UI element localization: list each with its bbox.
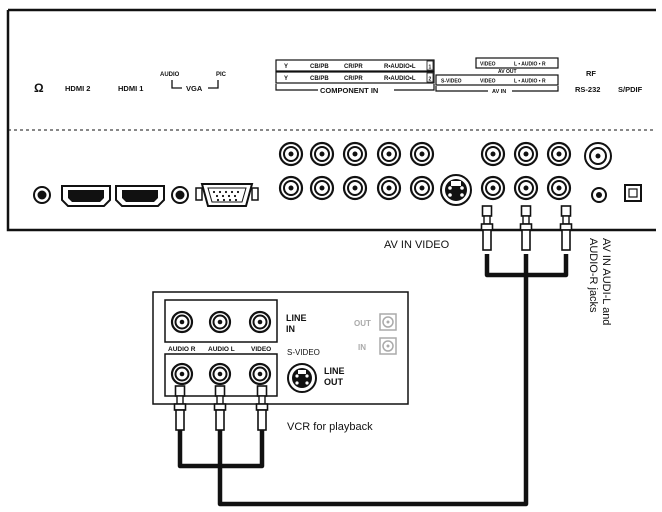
av-in-title: AV IN xyxy=(492,89,506,95)
comp-r2-audio: R•AUDIO•L xyxy=(384,76,416,82)
vga-audio-jack xyxy=(171,186,189,204)
av-out-audio: L • AUDIO • R xyxy=(514,62,546,68)
vcr-panel-outline xyxy=(152,291,409,405)
audio-label: AUDIO xyxy=(160,72,180,78)
vcr-rf-in xyxy=(379,337,397,355)
comp-r1-audio: R•AUDIO•L xyxy=(384,64,416,70)
rs232-label: RS-232 xyxy=(575,85,600,94)
rf-label: RF xyxy=(586,69,596,78)
av-out-title: AV OUT xyxy=(498,69,517,75)
vcr-line-out-jacks xyxy=(170,362,272,386)
rf-port xyxy=(584,142,612,170)
comp-r1-cb: CB/PB xyxy=(310,64,329,70)
av-in-video: VIDEO xyxy=(480,79,496,85)
vcr-audio-l-label: AUDIO L xyxy=(208,346,235,353)
spdif-label: S/PDIF xyxy=(618,85,643,94)
audio-cable-top xyxy=(523,254,569,278)
spdif-port xyxy=(624,184,642,202)
av-out-video: VIDEO xyxy=(480,62,496,68)
hdmi2-label: HDMI 2 xyxy=(65,84,90,93)
vcr-svideo-label: S-VIDEO xyxy=(287,348,320,357)
vcr-line-in-jacks xyxy=(170,310,272,334)
component-in-title: COMPONENT IN xyxy=(320,86,378,95)
component-jacks xyxy=(278,141,435,201)
vcr-svideo-port xyxy=(287,363,317,393)
av-io-labels: VIDEO L • AUDIO • R AV OUT S-VIDEO VIDEO… xyxy=(435,57,559,95)
av-jacks xyxy=(480,141,572,201)
vcr-audio-r-label: AUDIO R xyxy=(168,346,196,353)
headphone-jack xyxy=(33,186,51,204)
cables xyxy=(177,254,569,507)
component-num-1: 1 xyxy=(429,65,432,71)
caption-vcr-playback: VCR for playback xyxy=(287,421,373,433)
comp-r1-y: Y xyxy=(284,64,288,70)
tv-svideo-port xyxy=(440,174,472,206)
tv-rear-panel: Ω HDMI 2 HDMI 1 AUDIO PIC VGA 1 2 Y CB/P… xyxy=(6,8,656,232)
tv-panel-outline xyxy=(6,8,656,232)
headphone-label: Ω xyxy=(34,81,44,95)
component-num-2: 2 xyxy=(429,77,432,83)
cable-plugs-tv xyxy=(480,205,573,251)
rs232-jack xyxy=(591,187,607,203)
vga-port xyxy=(195,183,259,207)
video-cable xyxy=(217,254,529,507)
vga-bracket xyxy=(171,80,219,89)
comp-r2-y: Y xyxy=(284,76,288,82)
vga-label: VGA xyxy=(186,84,203,93)
vcr-video-label: VIDEO xyxy=(251,346,271,353)
hdmi1-port xyxy=(115,185,165,207)
vcr-in-label: IN xyxy=(358,343,366,352)
caption-av-in-audio: AV IN AUDI-L andAUDIO-R jacks xyxy=(587,238,612,325)
hdmi2-port xyxy=(61,185,111,207)
caption-av-in-video: AV IN VIDEO xyxy=(384,239,450,251)
hdmi1-label: HDMI 1 xyxy=(118,84,143,93)
comp-r2-cr: CR/PR xyxy=(344,76,363,82)
vcr-rf-out xyxy=(379,313,397,331)
component-in-labels: 1 2 Y CB/PB CR/PR R•AUDIO•L Y CB/PB CR/P… xyxy=(275,59,435,95)
comp-r2-cb: CB/PB xyxy=(310,76,329,82)
pic-label: PIC xyxy=(216,72,227,78)
comp-r1-cr: CR/PR xyxy=(344,64,363,70)
vcr-line-in-box xyxy=(164,299,278,343)
av-in-svideo: S-VIDEO xyxy=(441,79,462,85)
vcr-out-label: OUT xyxy=(354,319,371,328)
av-in-audio: L • AUDIO • R xyxy=(514,79,546,85)
audio-cable-bottom xyxy=(177,428,265,469)
